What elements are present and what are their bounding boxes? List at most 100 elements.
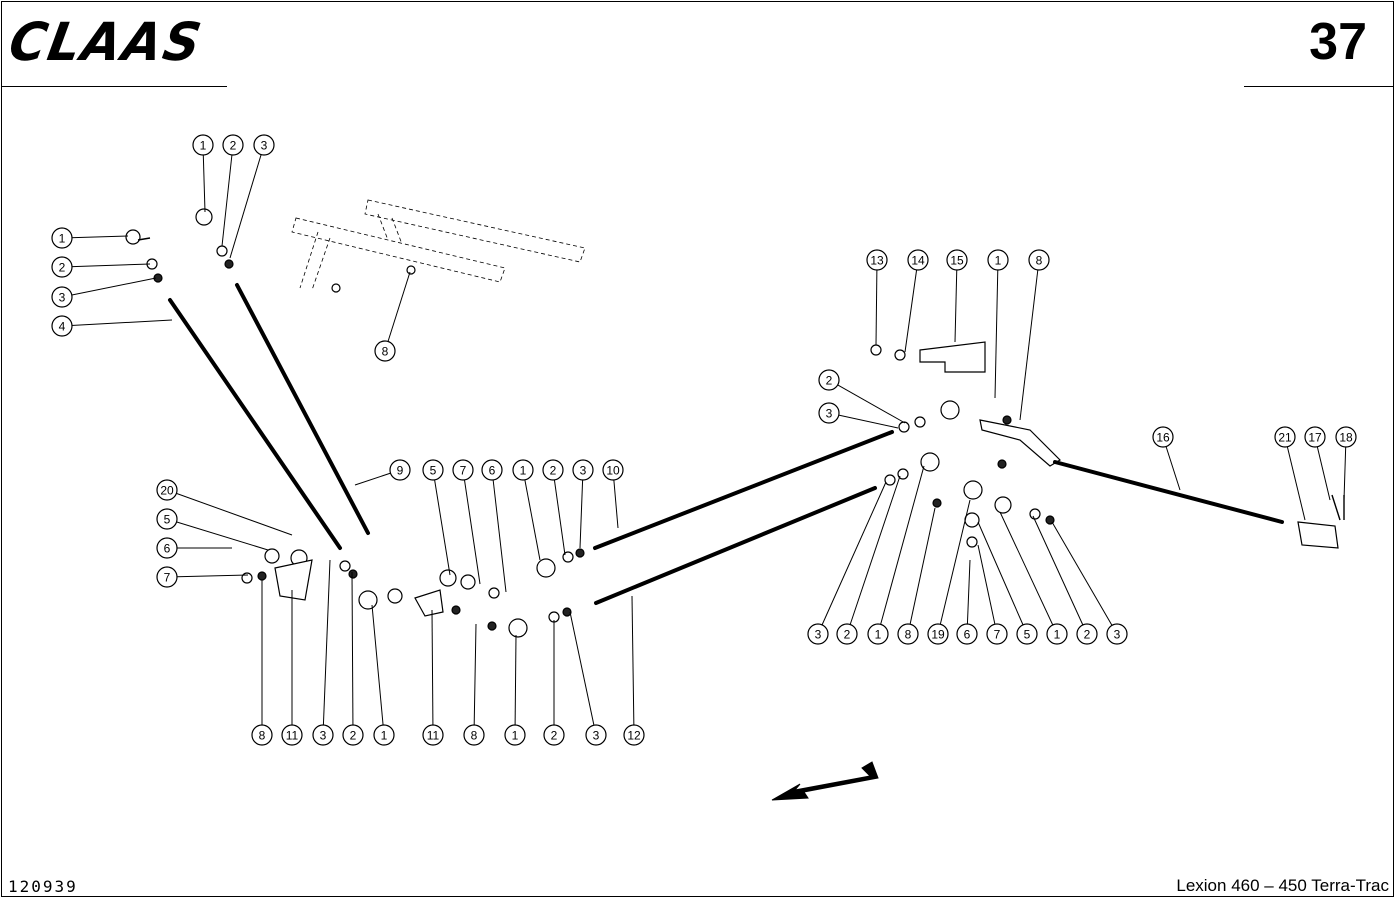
ball-joint-icon bbox=[195, 208, 213, 226]
callout-bubble bbox=[374, 340, 396, 362]
leader-line bbox=[384, 271, 411, 352]
callout-bubble bbox=[818, 402, 840, 424]
callout-bubble bbox=[987, 249, 1009, 271]
support-tube-outline bbox=[364, 199, 586, 263]
callout-number: 10 bbox=[606, 464, 620, 478]
lever-arm-icon bbox=[979, 419, 1061, 467]
ball-joint-icon bbox=[358, 590, 378, 610]
callout-number: 2 bbox=[1084, 628, 1091, 642]
leader-line bbox=[202, 144, 206, 213]
leader-line bbox=[431, 609, 434, 736]
callout-number: 2 bbox=[350, 729, 357, 743]
callout-number: 3 bbox=[815, 628, 822, 642]
rod-10 bbox=[593, 430, 894, 550]
nut-icon bbox=[932, 498, 942, 508]
callout-number: 8 bbox=[471, 729, 478, 743]
leader-line bbox=[322, 559, 331, 736]
leader-line bbox=[166, 574, 249, 578]
callout-number: 1 bbox=[381, 729, 388, 743]
callout-bubble bbox=[946, 249, 968, 271]
leader-line bbox=[221, 144, 234, 247]
leader-line bbox=[1032, 515, 1088, 635]
callout-bubble bbox=[1152, 426, 1174, 448]
washer-icon bbox=[488, 587, 500, 599]
callout-bubble bbox=[156, 566, 178, 588]
lever-plate-11 bbox=[274, 559, 313, 601]
leader-line bbox=[1284, 436, 1306, 521]
callout-number: 1 bbox=[1054, 628, 1061, 642]
callout-bubble bbox=[1046, 623, 1068, 645]
ball-joint-icon bbox=[536, 558, 556, 578]
leader-line bbox=[828, 412, 899, 429]
callout-number: 8 bbox=[382, 345, 389, 359]
callout-number: 5 bbox=[1024, 628, 1031, 642]
leader-line bbox=[994, 259, 999, 399]
leader-line bbox=[907, 507, 936, 635]
callout-bubble bbox=[422, 724, 444, 746]
leader-line bbox=[61, 263, 151, 268]
callout-bubble bbox=[956, 623, 978, 645]
callout-number: 14 bbox=[911, 254, 925, 268]
leader-line bbox=[579, 469, 584, 549]
washer-icon bbox=[884, 474, 896, 486]
callout-bubble bbox=[51, 256, 73, 278]
callout-number: 2 bbox=[230, 139, 237, 153]
leader-line bbox=[1314, 436, 1331, 501]
nut-icon bbox=[487, 621, 497, 631]
callout-number: 18 bbox=[1339, 431, 1353, 445]
washer-icon bbox=[897, 468, 909, 480]
leader-line bbox=[473, 623, 477, 736]
header-rule-right bbox=[1244, 86, 1394, 87]
rod-9 bbox=[235, 283, 370, 535]
leader-line bbox=[904, 259, 919, 353]
callout-number: 1 bbox=[59, 232, 66, 246]
callout-bubble bbox=[986, 623, 1008, 645]
washer-icon bbox=[966, 536, 978, 548]
callout-number: 8 bbox=[259, 729, 266, 743]
callout-number: 2 bbox=[59, 261, 66, 275]
callout-bubble bbox=[927, 623, 949, 645]
leader-line bbox=[371, 604, 385, 736]
callout-number: 11 bbox=[427, 729, 440, 743]
callout-bubble bbox=[1335, 426, 1357, 448]
washer-14-icon bbox=[894, 349, 906, 361]
rod-16 bbox=[1053, 460, 1284, 524]
leader-line bbox=[522, 469, 541, 561]
lever-plate-11 bbox=[414, 589, 444, 617]
callout-number: 7 bbox=[994, 628, 1001, 642]
callout-number: 7 bbox=[164, 571, 171, 585]
callout-bubble bbox=[572, 459, 594, 481]
ball-joint-icon bbox=[125, 229, 141, 245]
support-tube-outline-2 bbox=[291, 217, 506, 283]
leader-line bbox=[462, 469, 481, 585]
callout-bubble bbox=[192, 134, 214, 156]
washer-icon bbox=[562, 551, 574, 563]
header-rule-left bbox=[1, 86, 227, 87]
ball-joint-icon bbox=[387, 588, 403, 604]
pin-17 bbox=[1331, 494, 1341, 521]
leader-line bbox=[828, 379, 906, 424]
callout-bubble bbox=[1028, 249, 1050, 271]
callout-number: 6 bbox=[964, 628, 971, 642]
callout-number: 3 bbox=[580, 464, 587, 478]
leader-line bbox=[569, 611, 597, 736]
washer-icon bbox=[241, 572, 253, 584]
callout-bubble bbox=[866, 249, 888, 271]
callout-bubble bbox=[156, 537, 178, 559]
nut-icon bbox=[224, 259, 234, 269]
leader-line bbox=[61, 235, 129, 239]
nut-icon bbox=[451, 605, 461, 615]
leader-line bbox=[166, 489, 293, 536]
callout-number: 8 bbox=[905, 628, 912, 642]
callout-number: 2 bbox=[826, 374, 833, 388]
callout-bubble bbox=[452, 459, 474, 481]
callout-number: 8 bbox=[1036, 254, 1043, 268]
callout-bubble bbox=[312, 724, 334, 746]
callout-bubble bbox=[1076, 623, 1098, 645]
clevis-21 bbox=[1297, 521, 1339, 549]
rod-12 bbox=[594, 486, 877, 605]
callout-bubble bbox=[542, 459, 564, 481]
callout-number: 5 bbox=[164, 513, 171, 527]
pivot-19-icon bbox=[963, 480, 983, 500]
leader-line bbox=[875, 259, 878, 346]
